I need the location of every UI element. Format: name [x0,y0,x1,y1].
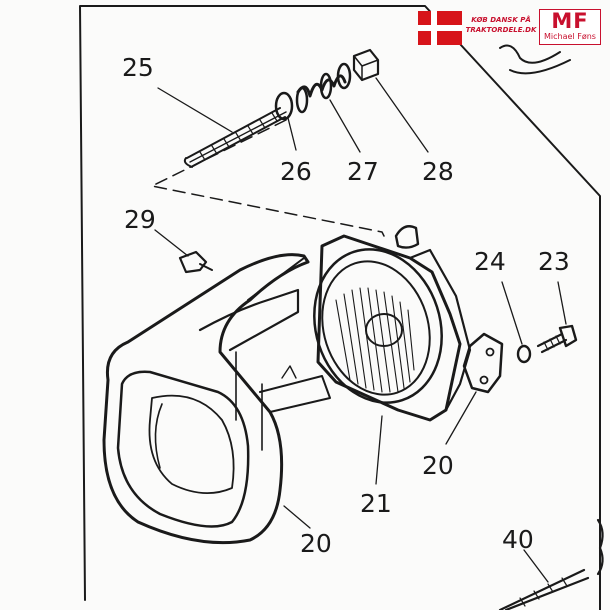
logo-name: Michael Føns [544,32,596,41]
part-26-washer [274,91,294,121]
slogan-line-2: TRAKTORDELE.DK [465,26,537,34]
part-21-headlamp-unit [313,225,472,485]
part-20-bracket [445,332,504,445]
label-part-23: 23 [538,247,570,276]
label-part-26: 26 [280,157,312,186]
brand-slogan: KØB DANSK PÅ TRAKTORDELE.DK [464,15,538,35]
label-part-29: 29 [124,205,156,234]
part-25-long-bolt [183,107,287,168]
label-part-40: 40 [502,525,534,554]
part-23-bolt [536,281,578,354]
leader-25 [157,87,233,133]
brand-logo: MF Michael Føns [539,9,601,45]
label-part-25: 25 [122,53,154,82]
leader-27 [329,99,361,153]
leader-28 [375,77,429,153]
label-part-20-cowl: 20 [300,529,332,558]
adjacent-part-fragment [499,44,571,75]
plate-border [79,5,601,610]
label-part-20-bracket: 20 [422,451,454,480]
assembly-axis [151,119,385,237]
label-part-24: 24 [474,247,506,276]
label-part-21: 21 [360,489,392,518]
brand-header: KØB DANSK PÅ TRAKTORDELE.DK MF Michael F… [416,8,602,46]
part-24-washer [501,281,532,364]
label-part-27: 27 [347,157,379,186]
part-20-cowl [102,253,331,545]
leader-26 [287,117,297,151]
part-28-nut [352,48,380,82]
slogan-line-1: KØB DANSK PÅ [471,16,531,24]
label-part-28: 28 [422,157,454,186]
part-29-screw [154,229,213,274]
part-40-bolt [498,518,604,610]
danish-flag-icon [418,11,462,45]
part-27-spring [295,62,352,114]
logo-mark: MF [551,9,589,33]
